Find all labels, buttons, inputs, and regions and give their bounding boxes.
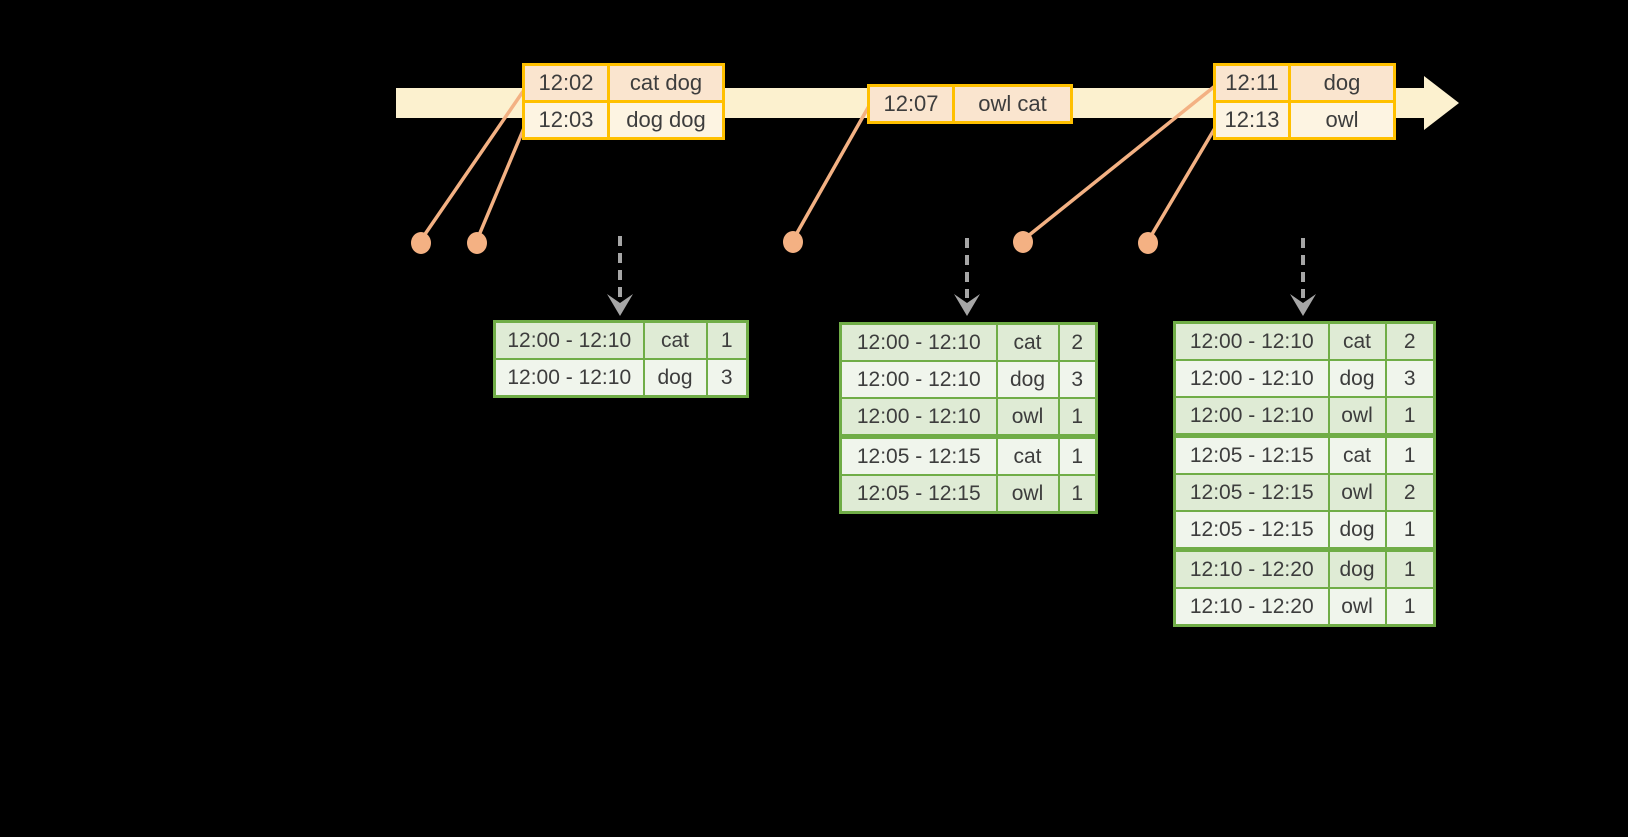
timeline-arrowhead-icon [1424,76,1459,130]
cell-window: 12:00 - 12:10 [839,360,998,399]
cell-word: cat [995,434,1060,476]
cell-word: dog [642,358,708,398]
cell-word: cat [642,320,708,360]
cell-window: 12:00 - 12:10 [1173,396,1330,437]
cell-count: 3 [1057,360,1098,399]
cell-word: dog [995,360,1060,399]
cell-window: 12:05 - 12:15 [1173,510,1330,551]
cell-window: 12:00 - 12:10 [493,320,645,360]
cell-window: 12:05 - 12:15 [1173,433,1330,475]
cell-word: owl [1327,587,1387,627]
event-dot-icon [783,231,803,253]
cell-word: owl [995,397,1060,438]
cell-window: 12:00 - 12:10 [493,358,645,398]
event-dot-icon [1138,232,1158,254]
cell-count: 3 [1384,359,1436,398]
cell-event-time: 12:07 [867,84,955,124]
cell-count: 2 [1384,321,1436,361]
cell-word: owl [1327,473,1387,512]
cell-event-time: 12:11 [1213,63,1291,103]
event-dot-icon [411,232,431,254]
cell-window: 12:05 - 12:15 [1173,473,1330,512]
cell-word: owl [1327,396,1387,437]
cell-window: 12:05 - 12:15 [839,434,998,476]
cell-count: 1 [1384,510,1436,551]
cell-word: cat [1327,433,1387,475]
cell-window: 12:10 - 12:20 [1173,547,1330,589]
cell-event-words: cat dog [607,63,725,103]
cell-count: 1 [1057,397,1098,438]
trigger-arrowhead-icon [954,294,980,316]
cell-word: dog [1327,547,1387,589]
cell-word: cat [995,322,1060,362]
cell-count: 1 [1057,474,1098,514]
cell-window: 12:10 - 12:20 [1173,587,1330,627]
cell-count: 1 [1384,587,1436,627]
trigger-arrowhead-icon [607,294,633,316]
cell-event-time: 12:02 [522,63,610,103]
cell-window: 12:00 - 12:10 [1173,359,1330,398]
cell-window: 12:05 - 12:15 [839,474,998,514]
cell-count: 1 [705,320,749,360]
cell-count: 1 [1384,396,1436,437]
cell-word: owl [995,474,1060,514]
cell-count: 2 [1057,322,1098,362]
cell-count: 3 [705,358,749,398]
cell-event-words: owl [1288,100,1396,140]
cell-count: 1 [1057,434,1098,476]
connector-line [791,105,871,241]
cell-window: 12:00 - 12:10 [839,397,998,438]
cell-event-words: dog dog [607,100,725,140]
cell-event-time: 12:13 [1213,100,1291,140]
connector-line [1146,127,1217,242]
cell-word: dog [1327,359,1387,398]
trigger-arrowhead-icon [1290,294,1316,316]
cell-event-time: 12:03 [522,100,610,140]
event-dot-icon [467,232,487,254]
cell-event-words: owl cat [952,84,1073,124]
connector-line [475,127,526,241]
cell-count: 1 [1384,547,1436,589]
event-dot-icon [1013,231,1033,253]
cell-event-words: dog [1288,63,1396,103]
cell-word: dog [1327,510,1387,551]
cell-count: 1 [1384,433,1436,475]
cell-word: cat [1327,321,1387,361]
cell-window: 12:00 - 12:10 [839,322,998,362]
cell-window: 12:00 - 12:10 [1173,321,1330,361]
cell-count: 2 [1384,473,1436,512]
